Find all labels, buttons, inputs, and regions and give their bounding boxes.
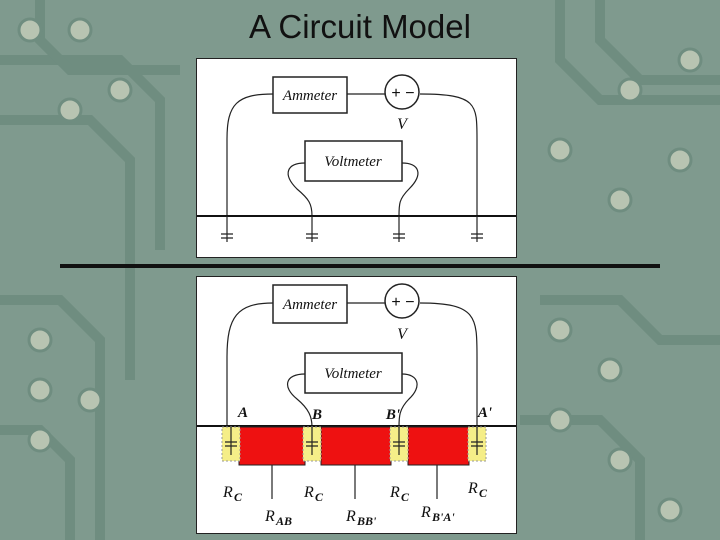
svg-text:C: C [401,490,410,504]
probe-contacts [221,216,483,242]
contact-resistance-label-3: R C [389,484,410,504]
svg-text:C: C [479,486,488,500]
voltage-source [384,74,420,110]
sheet-resistor-b-prime-a-prime [407,426,470,466]
voltmeter-label-2: Voltmeter [324,366,382,382]
svg-text:R: R [222,484,233,501]
resistance-circuit-svg: Ammeter + − V Voltmeter A B B' A' R C [197,283,516,528]
svg-text:R: R [467,480,478,497]
divider-line [60,264,660,268]
svg-text:R: R [264,508,275,525]
svg-text:C: C [315,490,324,504]
contact-resistance-label-2: R C [303,484,324,504]
svg-text:C: C [234,490,243,504]
svg-text:B'A': B'A' [431,510,455,524]
ideal-circuit-svg: Ammeter + − V Voltmeter [197,74,516,242]
sheet-resistance-label-b-prime-a-prime: R B'A' [420,504,455,524]
ammeter-label: Ammeter [282,88,337,104]
probe-label-a-prime: A' [477,405,492,421]
probe-label-b: B [311,407,322,423]
probe-label-b-prime: B' [385,407,400,423]
ammeter-label-2: Ammeter [282,297,337,313]
contact-resistance-label-4: R C [467,480,488,500]
svg-text:R: R [389,484,400,501]
source-polarity: + − [391,85,414,102]
probe-label-a: A [237,405,248,421]
probe-contacts-2 [225,427,483,499]
circuit-diagram-ideal: Ammeter + − V Voltmeter [196,58,517,258]
svg-text:R: R [345,508,356,525]
slide-title: A Circuit Model [249,8,471,45]
circuit-diagram-with-resistances: Ammeter + − V Voltmeter A B B' A' R C [196,276,517,534]
svg-text:AB: AB [275,514,292,528]
voltage-label: V [397,116,409,133]
svg-text:R: R [420,504,431,521]
voltmeter-label: Voltmeter [324,154,382,170]
voltage-label-2: V [397,326,409,343]
voltmeter-box-2 [304,352,403,394]
voltage-source-2 [384,283,420,319]
contact-resistance-label-1: R C [222,484,243,504]
sheet-resistance-label-bb-prime: R BB' [345,508,377,528]
sheet-resistor-ab [238,426,306,466]
svg-text:R: R [303,484,314,501]
sheet-resistor-bb-prime [320,426,392,466]
ammeter-box-2 [272,284,348,324]
sheet-resistance-label-ab: R AB [264,508,292,528]
source-polarity-2: + − [391,294,414,311]
voltmeter-box [304,140,403,182]
svg-text:BB': BB' [356,514,377,528]
ammeter-box [272,76,348,114]
